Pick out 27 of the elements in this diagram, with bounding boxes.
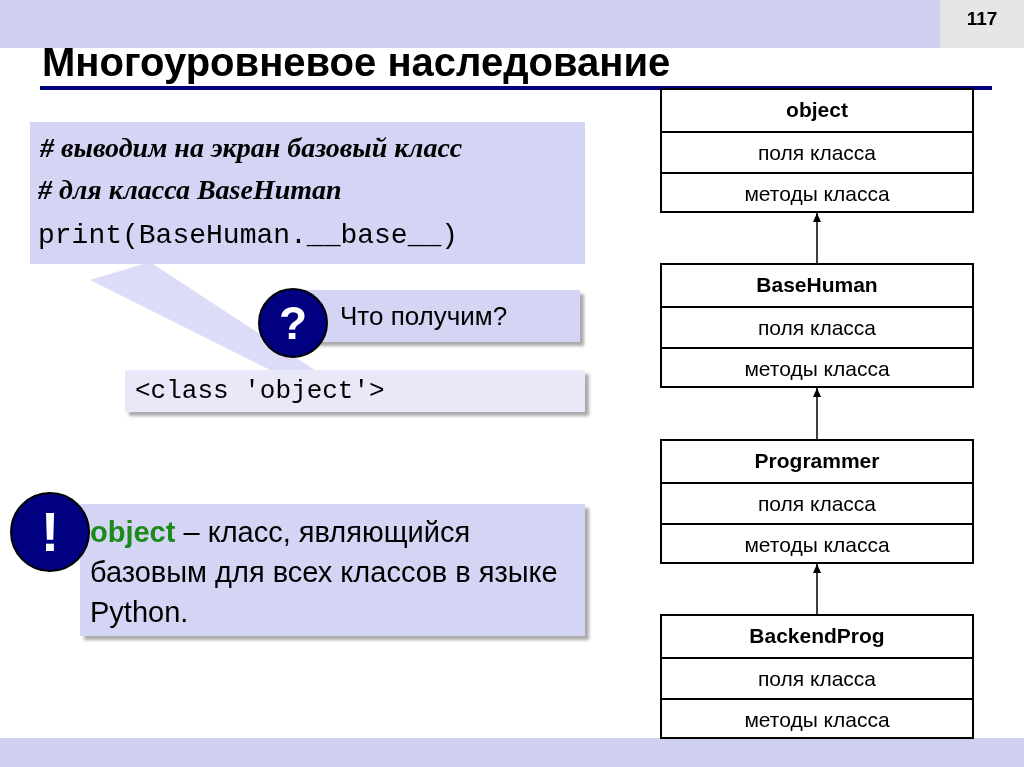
- class-box: [660, 614, 974, 739]
- code-line: print(BaseHuman.__base__): [38, 220, 459, 251]
- class-name: BackendProg: [748, 623, 886, 649]
- exclamation-icon: !: [10, 492, 90, 572]
- class-name: Programmer: [753, 448, 881, 474]
- class-name: object: [785, 97, 849, 123]
- code-comment: # для класса BaseHuman: [38, 174, 342, 206]
- code-comment: # выводим на экран базовый класс: [40, 132, 463, 164]
- answer-callout: <class 'object'>: [125, 370, 585, 412]
- inheritance-arrow: [813, 563, 821, 615]
- class-methods: методы класса: [662, 347, 972, 388]
- class-box: [660, 88, 974, 213]
- class-fields: поля класса: [662, 131, 972, 172]
- class-methods: методы класса: [662, 172, 972, 213]
- slide-title: Многоуровневое наследование: [42, 40, 671, 85]
- class-fields: поля класса: [662, 657, 972, 698]
- class-methods: методы класса: [662, 523, 972, 564]
- class-name: BaseHuman: [755, 272, 879, 298]
- page-number: 117: [965, 8, 999, 30]
- class-fields: поля класса: [662, 306, 972, 347]
- class-box: [660, 263, 974, 388]
- class-box: [660, 439, 974, 564]
- inheritance-arrow: [813, 212, 821, 264]
- class-fields: поля класса: [662, 482, 972, 523]
- note-callout: object – класс, являющийся базовым для всех классов в языке Python.: [80, 504, 585, 636]
- class-methods: методы класса: [662, 698, 972, 739]
- inheritance-arrow: [813, 387, 821, 440]
